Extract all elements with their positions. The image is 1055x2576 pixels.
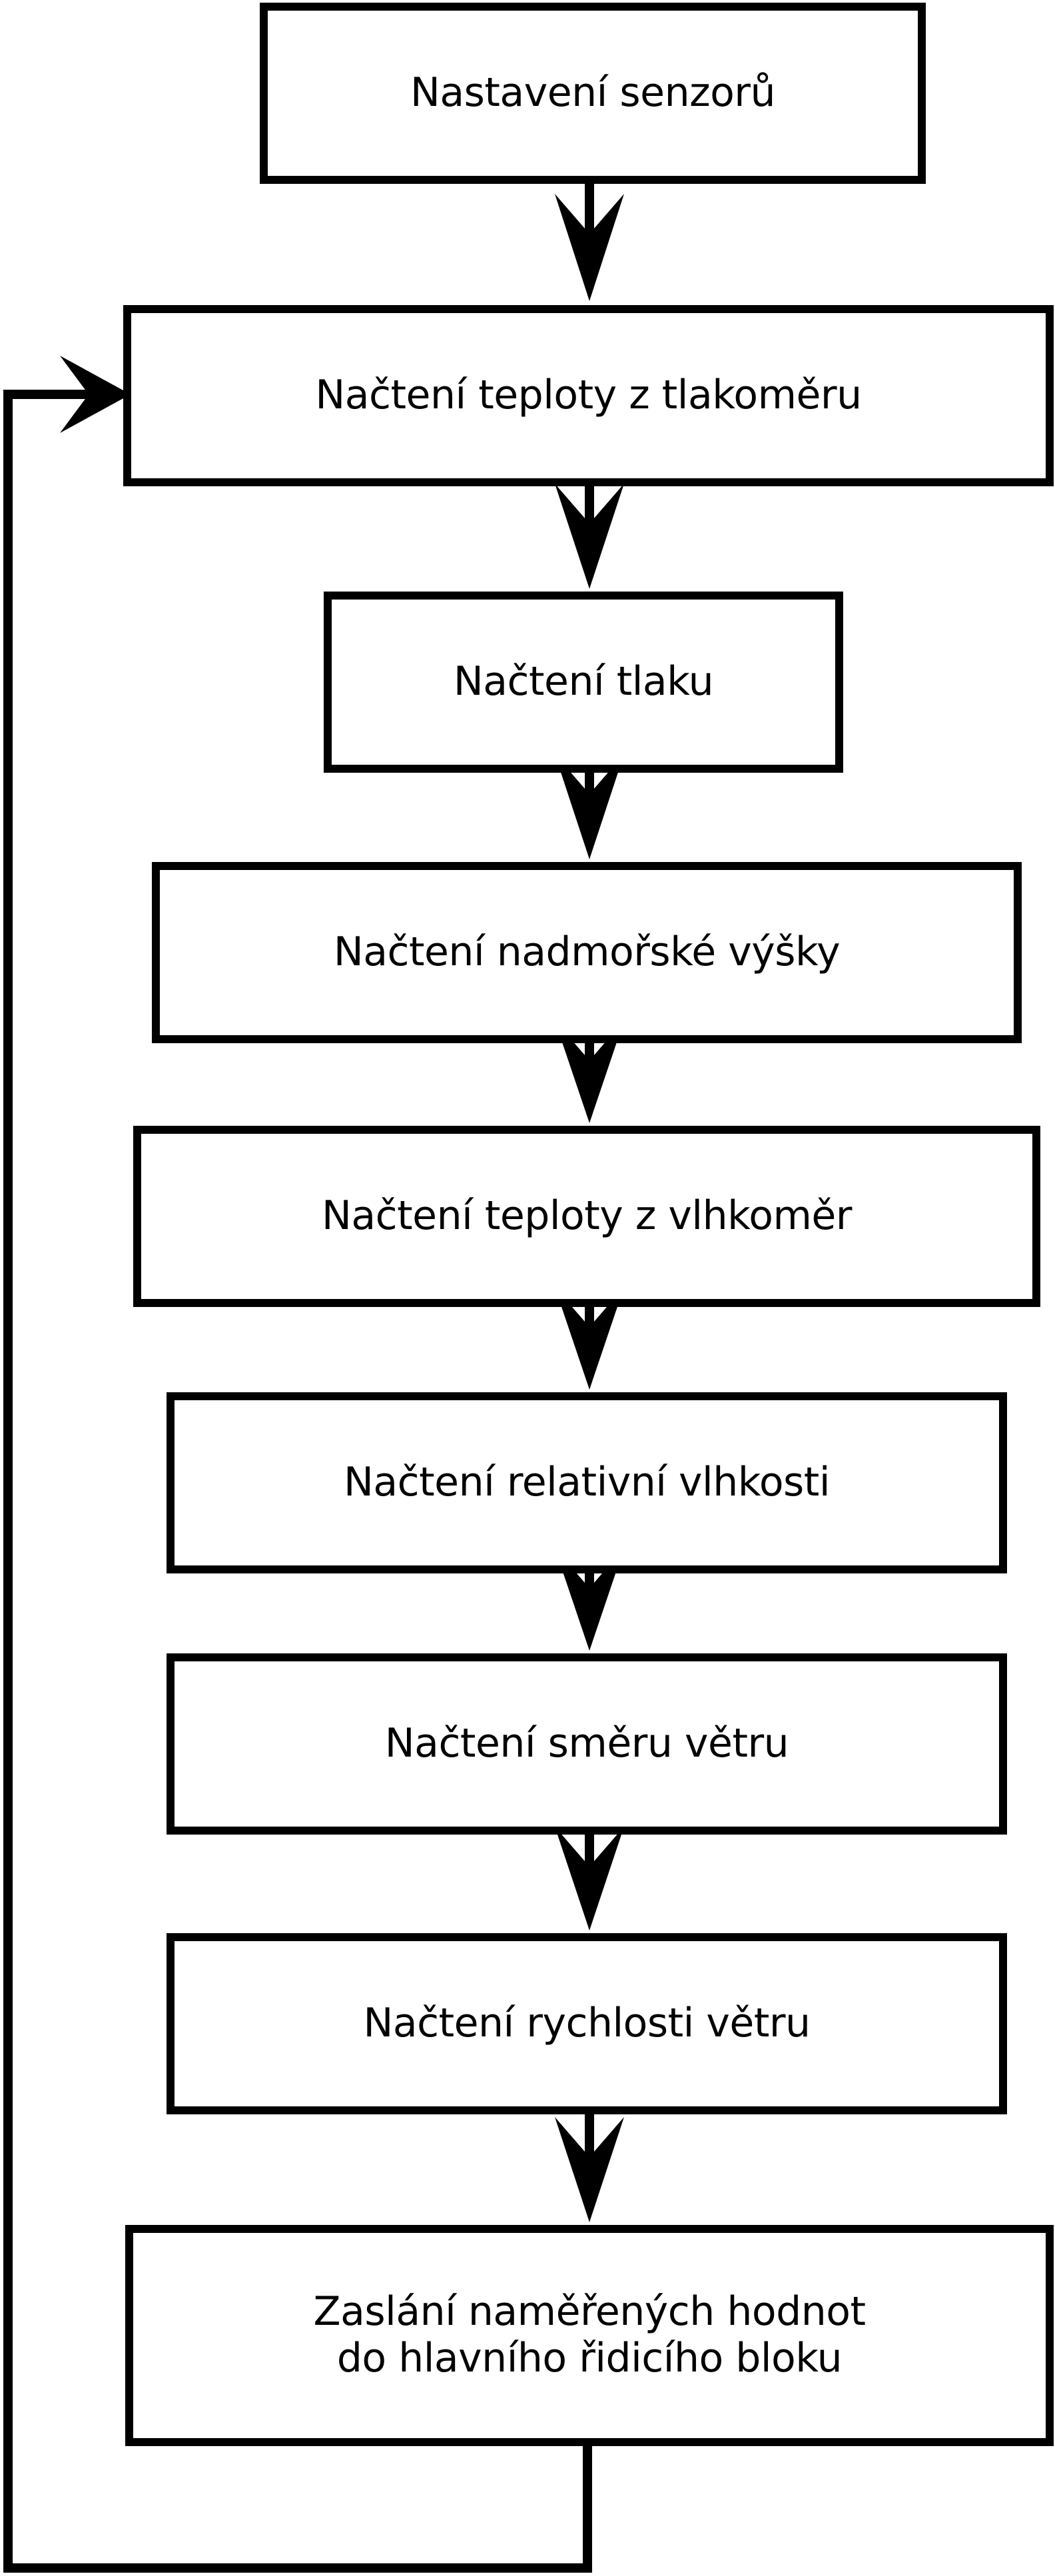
flow-node-label: Načtení rychlosti větru bbox=[363, 2000, 811, 2047]
flow-node-label: Načtení směru větru bbox=[384, 1720, 789, 1767]
flow-node-label: Zaslání naměřených hodnot do hlavního ři… bbox=[313, 2288, 866, 2381]
flow-node-nacteni-tlaku[interactable]: Načtení tlaku bbox=[324, 592, 843, 773]
edge-n2-n3 bbox=[555, 484, 624, 589]
flow-node-label: Načtení tlaku bbox=[453, 658, 714, 705]
flow-node-nacteni-smeru-vetru[interactable]: Načtení směru větru bbox=[167, 1653, 1007, 1835]
flow-node-nacteni-nadmorske-vysky[interactable]: Načtení nadmořské výšky bbox=[152, 862, 1022, 1043]
flow-node-nastaveni-senzoru[interactable]: Nastavení senzorů bbox=[260, 3, 926, 184]
edge-n8-n9 bbox=[555, 2114, 624, 2222]
flow-node-label: Načtení teploty z tlakoměru bbox=[315, 372, 862, 419]
flow-node-nacteni-teploty-z-tlakomeru[interactable]: Načtení teploty z tlakoměru bbox=[123, 305, 1054, 486]
edge-n1-n2 bbox=[555, 184, 624, 301]
flow-node-nacteni-teploty-z-vlhkomeru[interactable]: Načtení teploty z vlhkoměr bbox=[133, 1126, 1040, 1307]
flow-node-nacteni-relativni-vlhkosti[interactable]: Načtení relativní vlhkosti bbox=[167, 1392, 1007, 1573]
edge-n7-n8 bbox=[555, 1827, 624, 1931]
flow-node-label: Načtení nadmořské výšky bbox=[333, 929, 841, 976]
flow-node-zaslani-namerenych-hodnot[interactable]: Zaslání naměřených hodnot do hlavního ři… bbox=[125, 2225, 1054, 2446]
flow-node-label: Načtení teploty z vlhkoměr bbox=[322, 1192, 852, 1240]
flow-node-label: Nastavení senzorů bbox=[410, 69, 776, 117]
flow-node-label: Načtení relativní vlhkosti bbox=[344, 1459, 831, 1506]
flow-node-nacteni-rychlosti-vetru[interactable]: Načtení rychlosti větru bbox=[167, 1933, 1007, 2114]
